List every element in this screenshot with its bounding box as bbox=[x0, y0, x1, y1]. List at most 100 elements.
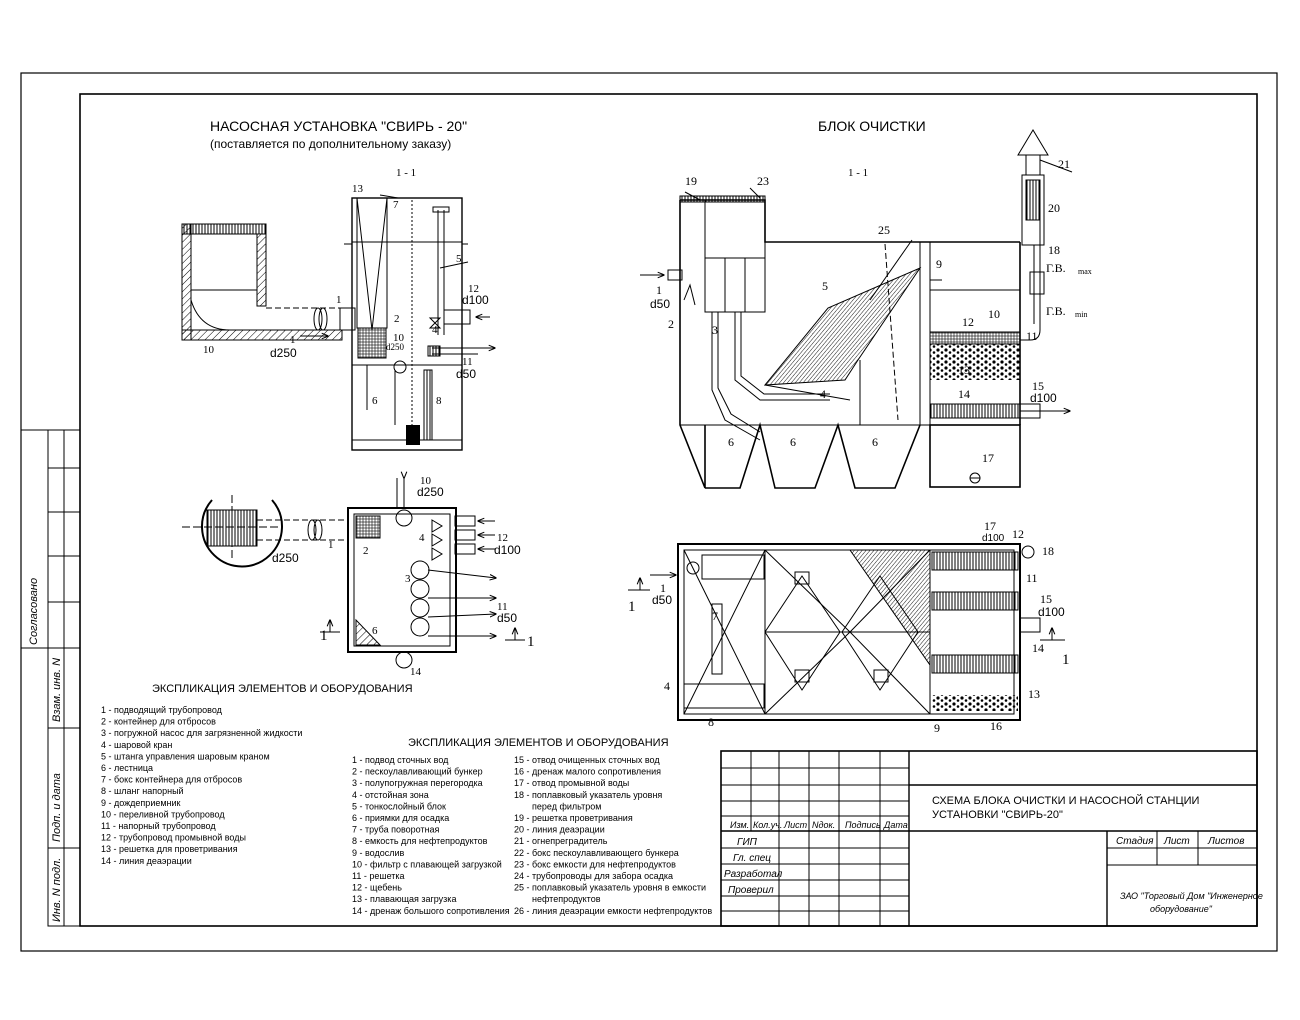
cbp-label-11: 11 bbox=[1026, 571, 1038, 585]
legend-item: 15 - отвод очищенных сточных вод bbox=[514, 755, 660, 765]
pump-plan bbox=[182, 478, 525, 669]
legend-item: 2 - контейнер для отбросов bbox=[101, 717, 216, 727]
inlet-pipe bbox=[266, 307, 356, 336]
cb-label-6a: 6 bbox=[728, 435, 734, 449]
legend-item: 14 - дренаж большого сопротивления bbox=[352, 906, 510, 916]
legend-item: 8 - шланг напорный bbox=[101, 786, 184, 796]
legend-item: 7 - труба поворотная bbox=[352, 825, 440, 835]
pump-station-subtitle: (поставляется по дополнительному заказу) bbox=[210, 137, 451, 151]
cleaning-block-section bbox=[640, 129, 1070, 489]
tb-role-developed: Разработал bbox=[724, 868, 783, 880]
cbp-label-13: 13 bbox=[1028, 687, 1040, 701]
pump-plan-label-d250: d250 bbox=[272, 551, 299, 565]
legend-item: 11 - решетка bbox=[352, 871, 405, 881]
tb-role-checked: Проверил bbox=[728, 885, 774, 896]
cb-label-6c: 6 bbox=[872, 435, 878, 449]
legend-item: 12 - щебень bbox=[352, 883, 402, 893]
pump-legend-items: 1 - подводящий трубопровод 2 - контейнер … bbox=[101, 705, 302, 866]
cb-label-10: 10 bbox=[988, 307, 1000, 321]
pump-plan-label-d250-top: d250 bbox=[417, 485, 444, 499]
cbp-label-8: 8 bbox=[708, 715, 714, 729]
cbp-section-right: 1 bbox=[1062, 652, 1070, 668]
cleaning-plan-callouts: 17 d100 12 18 1 d50 1 11 15 d100 7 14 1 … bbox=[628, 519, 1070, 735]
pump-plan-label-d100: d100 bbox=[494, 543, 521, 557]
tb-col-ndok: Nдок. bbox=[812, 820, 835, 830]
legend-item: 3 - погружной насос для загрязненной жид… bbox=[101, 728, 302, 738]
cb-label-gv-max: Г.В. bbox=[1046, 261, 1066, 275]
cb-label-17: 17 bbox=[982, 451, 994, 465]
tb-role-gl-spec: Гл. спец bbox=[733, 853, 771, 864]
legend-item: 24 - трубопроводы для забора осадка bbox=[514, 871, 673, 881]
legend-item: 16 - дренаж малого сопротивления bbox=[514, 767, 661, 777]
cb-label-gv-min: Г.В. bbox=[1046, 304, 1066, 318]
legend-item: 6 - лестница bbox=[101, 763, 153, 773]
pump-label-d250: d250 bbox=[270, 346, 297, 360]
pump-plan-label-6: 6 bbox=[372, 625, 378, 637]
legend-item: 5 - тонкослойный блок bbox=[352, 801, 446, 811]
legend-item: 23 - бокс емкости для нефтепродуктов bbox=[514, 859, 676, 869]
legend-item: 1 - подводящий трубопровод bbox=[101, 705, 223, 715]
cb-label-3: 3 bbox=[712, 323, 718, 337]
pump-label-1: 1 bbox=[336, 294, 342, 306]
cleaning-block-plan bbox=[628, 543, 1065, 721]
tb-col-list: Лист bbox=[783, 820, 808, 830]
legend-item: 14 - линия деаэрации bbox=[101, 856, 192, 866]
cleaning-block-title: БЛОК ОЧИСТКИ bbox=[818, 118, 926, 134]
cb-label-20: 20 bbox=[1048, 201, 1060, 215]
legend-item: 10 - фильтр с плавающей загрузкой bbox=[352, 859, 502, 869]
pump-plan-label-11: 11 bbox=[497, 601, 508, 613]
title-block: Изм. Кол.уч. Лист Nдок. Подпись Дата ГИП… bbox=[720, 750, 1263, 927]
agreed-label: Согласовано bbox=[28, 578, 40, 645]
legend-item: 8 - емкость для нефтепродуктов bbox=[352, 836, 488, 846]
side-stamp: Согласовано Взам. инв. N Подп. и дата Ин… bbox=[20, 429, 81, 927]
cb-label-11: 11 bbox=[1026, 329, 1038, 343]
cbp-section-left: 1 bbox=[628, 599, 636, 615]
legend-item: 13 - плавающая загрузка bbox=[352, 894, 456, 904]
pump-label-11: 11 bbox=[462, 356, 473, 368]
rain-inlet bbox=[181, 223, 343, 341]
pump-plan-label-14: 14 bbox=[410, 666, 422, 678]
legend-item: 10 - переливной трубопровод bbox=[101, 809, 225, 819]
pump-label-8: 8 bbox=[436, 395, 442, 407]
tb-role-gip: ГИП bbox=[737, 837, 758, 848]
cbp-label-d100-top: d100 bbox=[982, 533, 1005, 544]
tb-org-1: ЗАО "Торговый Дом "Инженерное bbox=[1120, 891, 1263, 901]
legend-item: 19 - решетка проветривания bbox=[514, 813, 633, 823]
cb-label-18: 18 bbox=[1048, 243, 1060, 257]
cbp-label-d100: d100 bbox=[1038, 605, 1065, 619]
pump-plan-callouts: 10 d250 1 d250 2 12 d100 4 3 11 d50 6 14… bbox=[272, 475, 535, 678]
cleaning-section-callouts: 19 23 21 20 25 18 Г.В. max Г.В. min 9 1 … bbox=[650, 157, 1092, 465]
cbp-label-15: 15 bbox=[1040, 592, 1052, 606]
pump-plan-label-d50: d50 bbox=[497, 611, 517, 625]
legend-item: 17 - отвод промывной воды bbox=[514, 778, 629, 788]
legend-item: 9 - водослив bbox=[352, 848, 405, 858]
cb-label-2: 2 bbox=[668, 317, 674, 331]
pump-label-10: 10 bbox=[393, 332, 405, 344]
pump-plan-label-12: 12 bbox=[497, 532, 508, 544]
pump-plan-label-10: 10 bbox=[420, 475, 432, 487]
cb-label-d100: d100 bbox=[1030, 391, 1057, 405]
inv-n-label: Взам. инв. N bbox=[51, 658, 63, 722]
pump-station-titles: НАСОСНАЯ УСТАНОВКА "СВИРЬ - 20" (поставл… bbox=[210, 118, 467, 179]
cbp-label-18: 18 bbox=[1042, 544, 1054, 558]
cb-label-4: 4 bbox=[820, 387, 826, 401]
tb-stage: Стадия bbox=[1116, 836, 1154, 847]
cbp-label-4: 4 bbox=[664, 679, 670, 693]
legend-item: нефтепродуктов bbox=[532, 894, 601, 904]
cb-label-5: 5 bbox=[822, 279, 828, 293]
cb-label-gv-min-sub: min bbox=[1075, 310, 1087, 319]
legend-item: 9 - дождеприемник bbox=[101, 798, 181, 808]
legend-item: 13 - решетка для проветривания bbox=[101, 844, 238, 854]
legend-item: 18 - поплавковый указатель уровня bbox=[514, 790, 662, 800]
legend-item: 3 - полупогружная перегородка bbox=[352, 778, 483, 788]
cb-label-gv-max-sub: max bbox=[1078, 267, 1092, 276]
cb-label-25: 25 bbox=[878, 223, 890, 237]
cb-label-9: 9 bbox=[936, 257, 942, 271]
pump-plan-label-2: 2 bbox=[363, 545, 369, 557]
cbp-label-14: 14 bbox=[1032, 641, 1044, 655]
cbp-label-9: 9 bbox=[934, 721, 940, 735]
pump-label-13: 13 bbox=[352, 183, 364, 195]
pump-label-1b: 1 bbox=[290, 334, 296, 346]
